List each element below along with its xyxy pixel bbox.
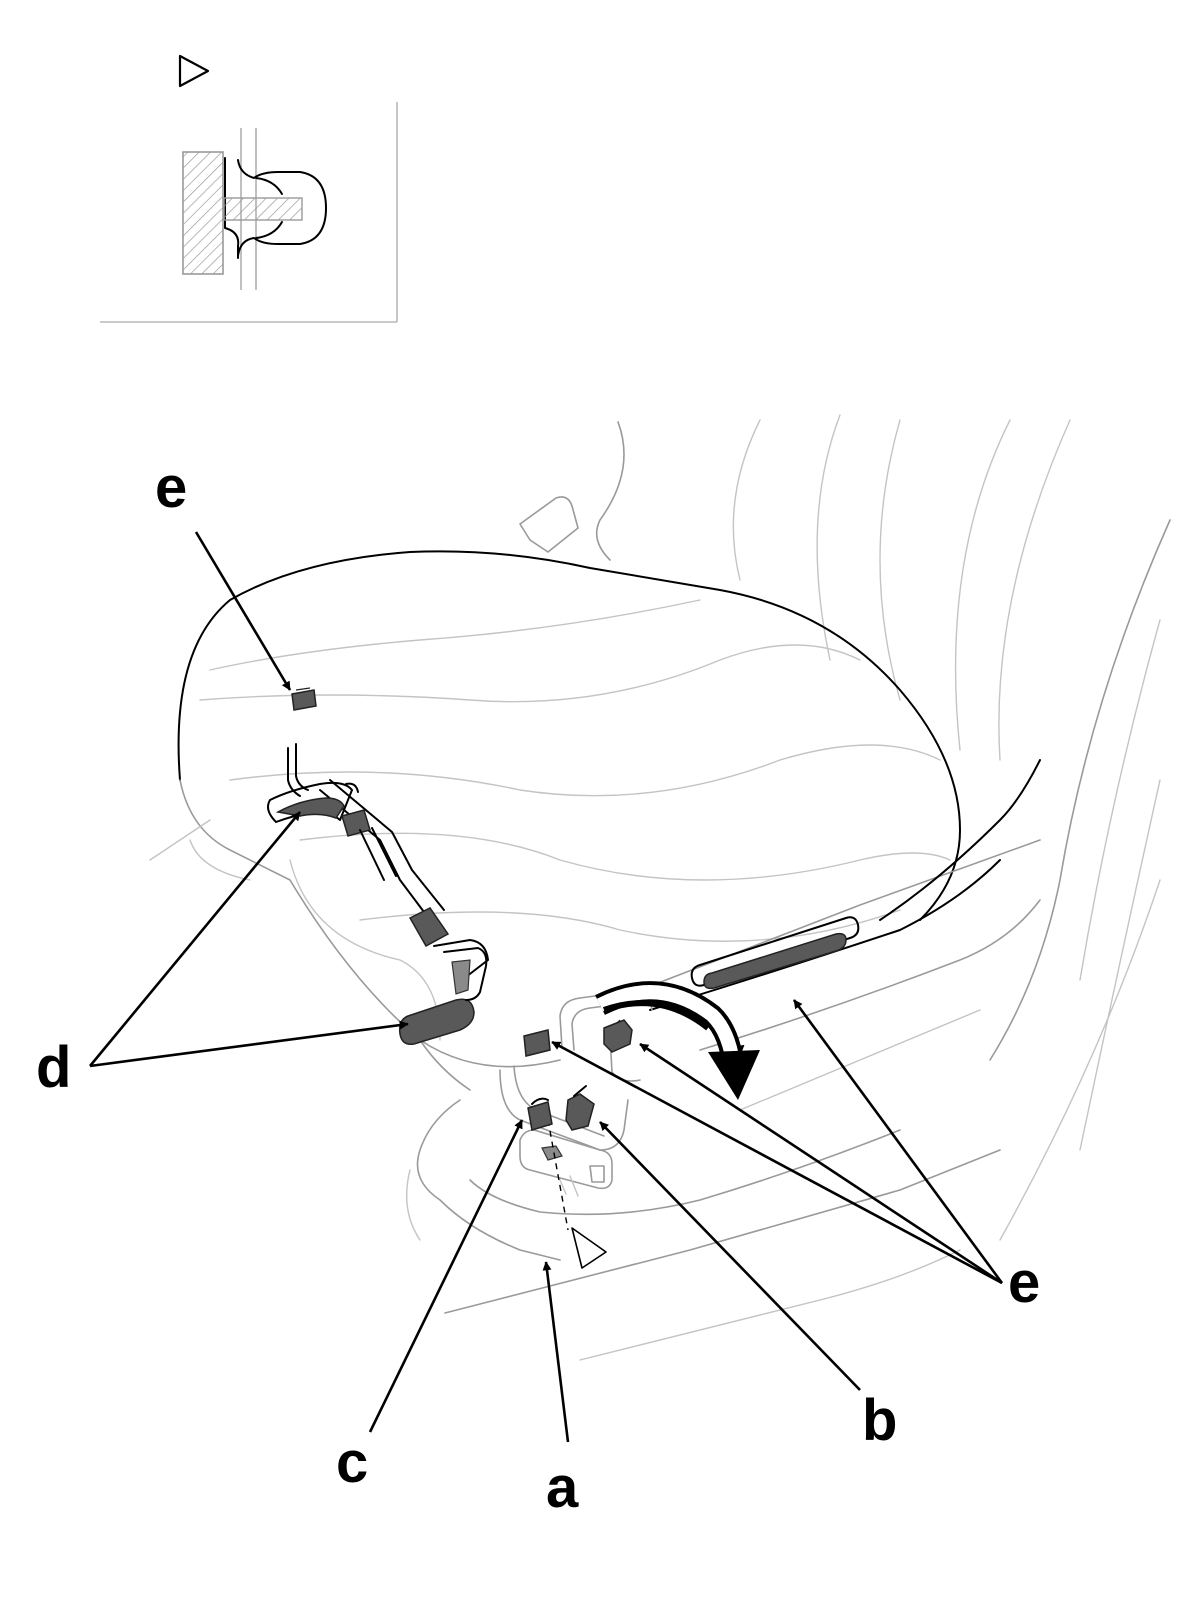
leader-e-bottom-2 <box>639 1042 1003 1285</box>
leader-c <box>368 1119 524 1433</box>
leader-e-top <box>194 531 292 691</box>
clip-detail-inset <box>100 102 398 323</box>
label-d: d <box>36 1035 71 1100</box>
leader-b <box>599 1121 861 1391</box>
leader-lines <box>88 531 1004 1443</box>
leader-e-bottom-1 <box>551 1040 1003 1285</box>
leader-d-lower <box>89 1020 409 1068</box>
label-a: a <box>546 1455 579 1520</box>
seat-illustration <box>149 414 1171 1361</box>
label-e-top: e <box>155 455 187 520</box>
label-e-bottom: e <box>1008 1250 1040 1315</box>
label-b: b <box>862 1388 897 1453</box>
triangle-outline-icon <box>178 54 210 88</box>
leader-e-bottom-3 <box>792 999 1004 1284</box>
leader-a <box>542 1261 570 1443</box>
label-c: c <box>336 1430 368 1495</box>
callout-labels: e d e b c a <box>36 455 1040 1520</box>
leader-d-upper <box>88 811 302 1067</box>
